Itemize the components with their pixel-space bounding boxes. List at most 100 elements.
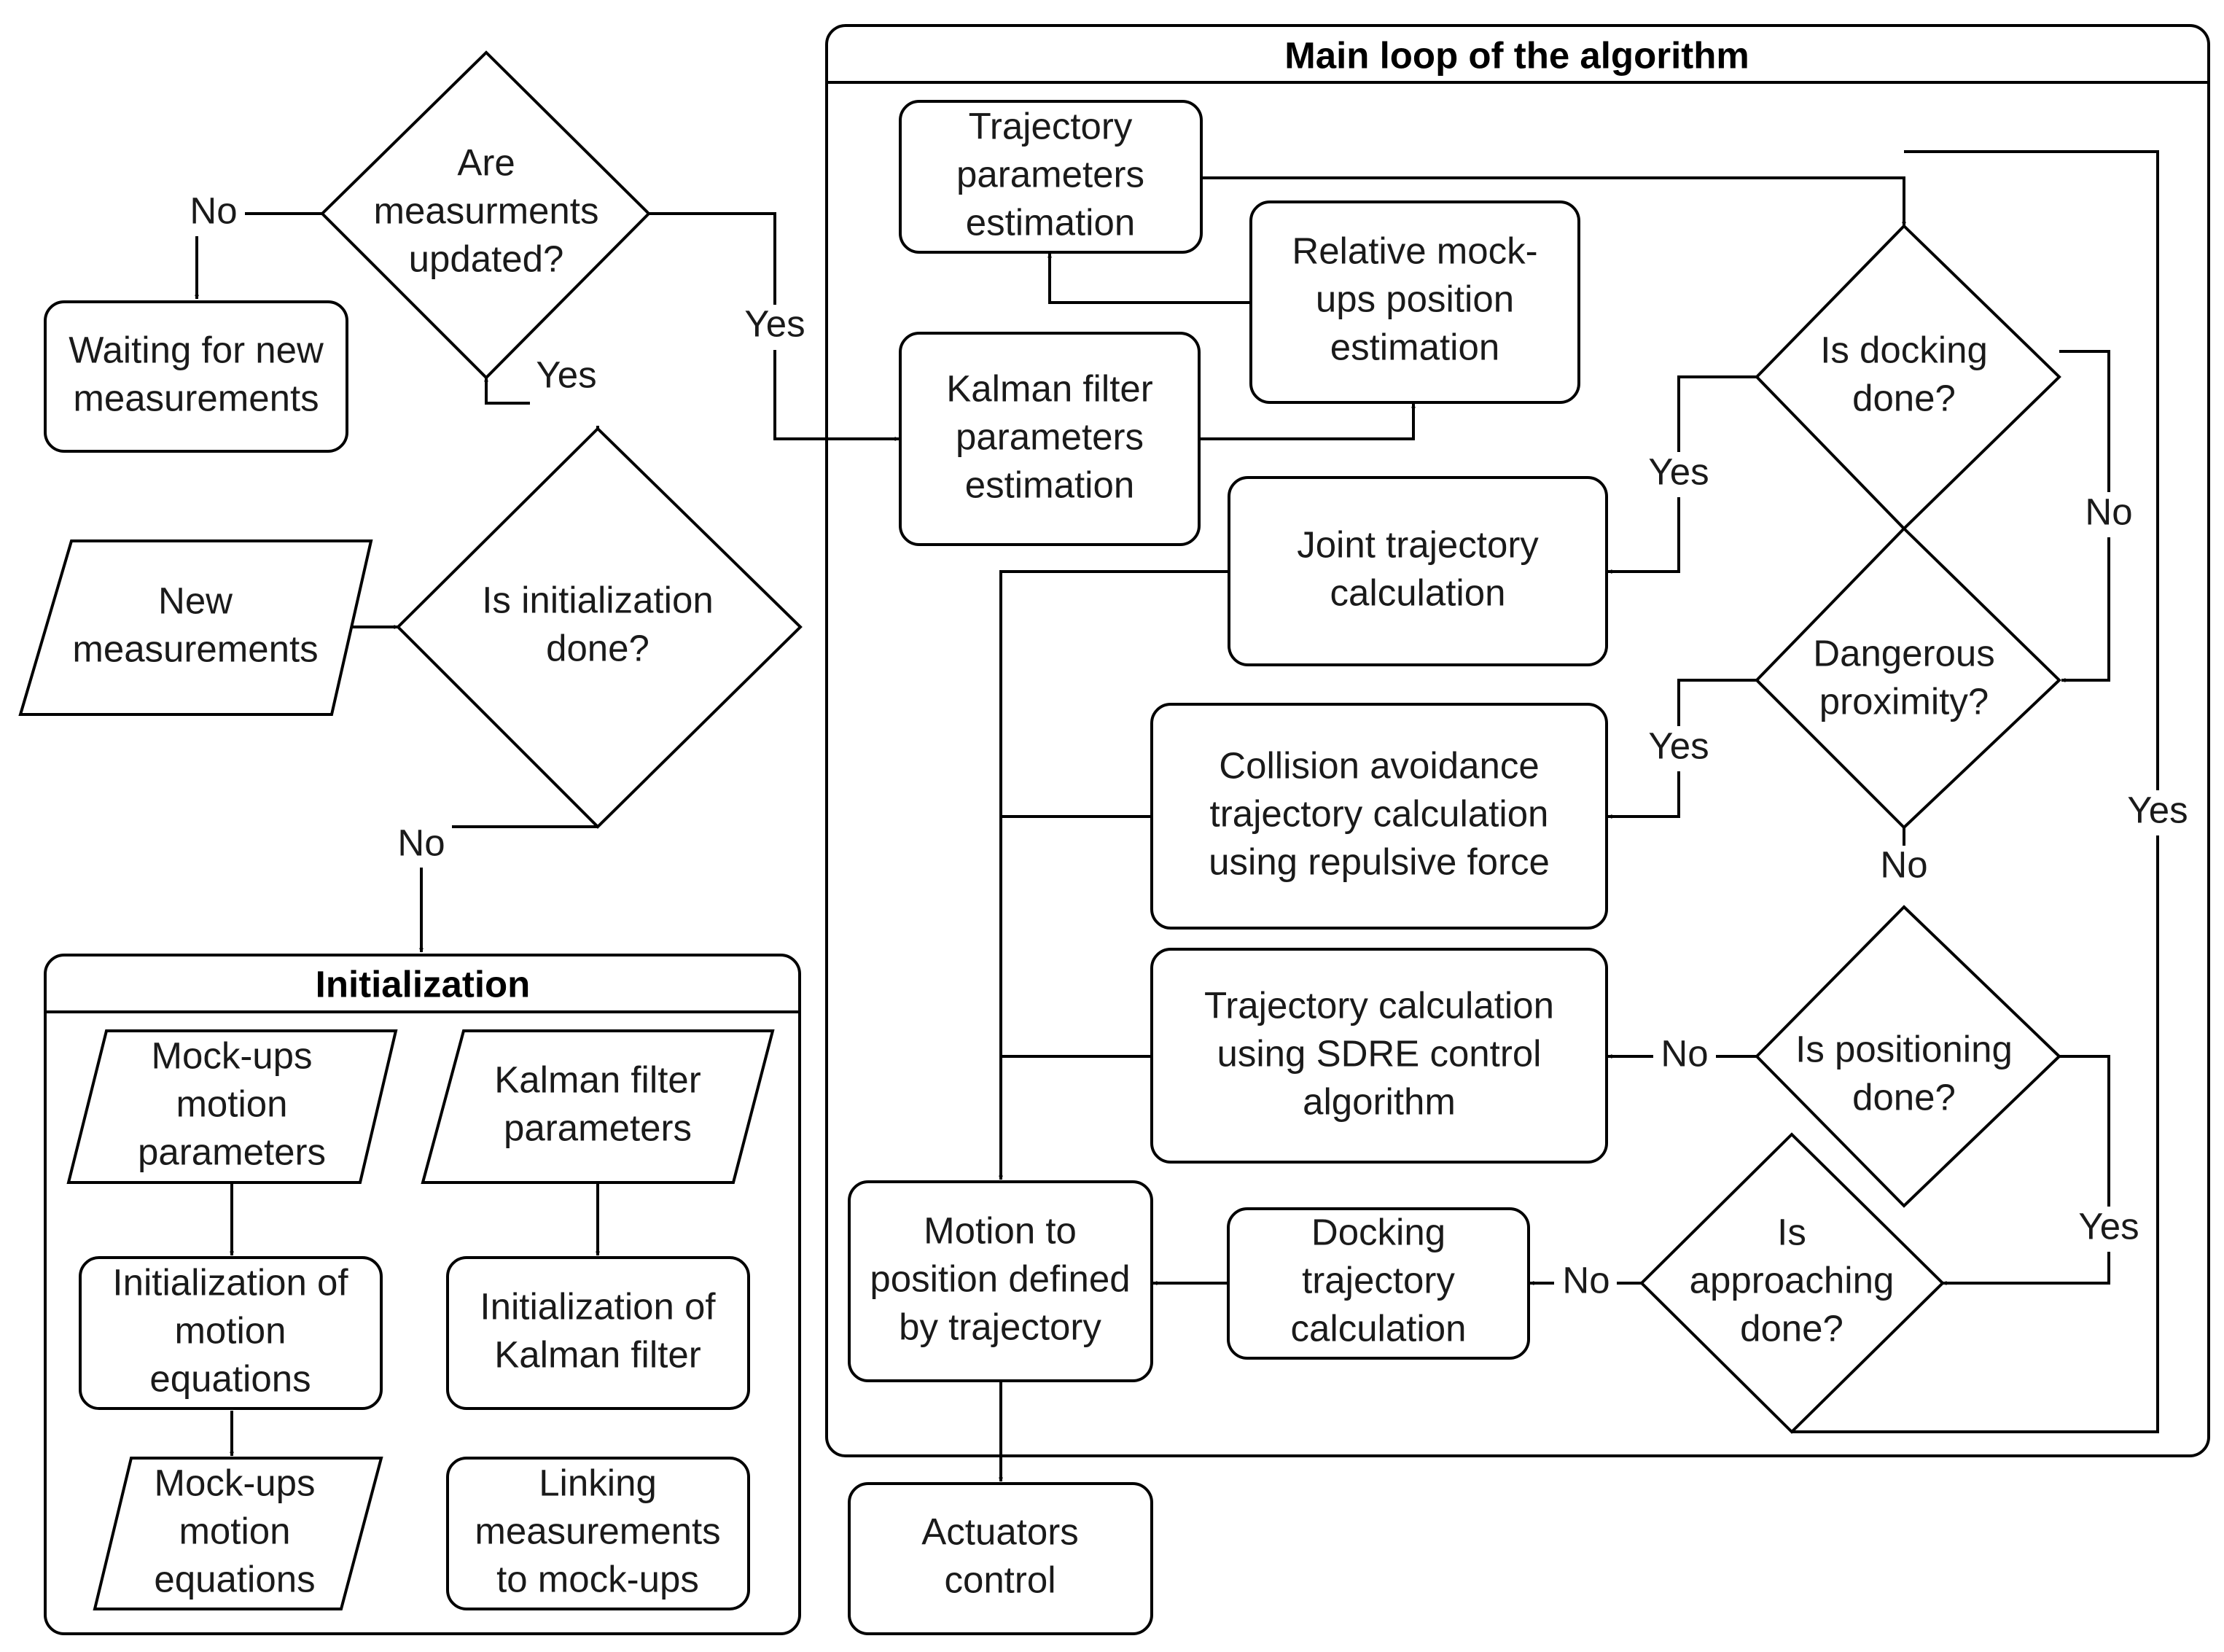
text-line: measurments	[374, 190, 599, 231]
text-collision-avoidance: Collision avoidance trajectory calculatio…	[1209, 744, 1550, 882]
box-relative-position-estimation	[1249, 200, 1580, 404]
box-trajectory-parameters-estimation	[899, 100, 1203, 254]
box-motion-to-position	[848, 1180, 1153, 1382]
text-line: Trajectory calculation	[1204, 984, 1554, 1026]
text-line: Dangerous	[1813, 632, 1995, 674]
box-joint-trajectory-calculation	[1228, 476, 1608, 666]
box-initialization-motion-equations	[79, 1256, 383, 1410]
decision-is-initialization-done	[396, 426, 803, 829]
text-line: Trajectory	[969, 105, 1133, 147]
text-line: measurements	[475, 1510, 720, 1551]
text-line: Initialization of	[480, 1285, 716, 1327]
text-line: parameters	[956, 416, 1144, 457]
text-line: Mock-ups	[154, 1462, 315, 1503]
text-line: parameters	[504, 1107, 692, 1148]
text-line: ups position	[1316, 278, 1514, 319]
box-kalman-parameters-estimation	[899, 332, 1201, 546]
text-trajectory-parameters-estimation: Trajectory parameters estimation	[956, 105, 1144, 243]
edge-positioning-yes-to-approaching	[1942, 1055, 2110, 1285]
text-line: control	[944, 1559, 1056, 1600]
data-new-measurements	[18, 539, 373, 716]
text-is-approaching-done: Is approaching done?	[1690, 1211, 1895, 1349]
text-kalman-filter-parameters: Kalman filter parameters	[494, 1059, 701, 1148]
initialization-title: Initialization	[316, 963, 531, 1005]
text-line: parameters	[956, 153, 1144, 195]
text-line: Is initialization	[482, 579, 713, 620]
text-line: Actuators	[921, 1511, 1078, 1552]
decision-dangerous-proximity	[1755, 526, 2061, 830]
text-line: motion	[179, 1510, 290, 1551]
text-line: updated?	[409, 238, 564, 279]
text-line: calculation	[1330, 572, 1506, 613]
data-mockups-motion-parameters	[66, 1029, 398, 1184]
text-line: estimation	[966, 201, 1135, 243]
text-line: Linking	[539, 1462, 657, 1503]
edge-labels: No Yes Yes No Yes No Yes No No Yes No Ye…	[182, 190, 2194, 1306]
box-collision-avoidance	[1150, 703, 1608, 930]
text-line: Collision avoidance	[1219, 744, 1539, 786]
label-docking-no: No	[2085, 491, 2132, 532]
label-init-no: No	[397, 822, 445, 863]
text-line: equations	[154, 1558, 315, 1600]
text-line: Is docking	[1820, 329, 1988, 370]
text-line: done?	[1740, 1307, 1843, 1349]
text-line: Initialization of	[112, 1261, 348, 1303]
box-initialization-kalman-filter	[446, 1256, 750, 1410]
box-actuators-control	[848, 1482, 1153, 1635]
text-line: Waiting for new	[69, 329, 324, 370]
text-line: Joint trajectory	[1297, 523, 1539, 565]
box-linking-measurements	[446, 1457, 750, 1610]
main-loop-title: Main loop of the algorithm	[1284, 34, 1749, 76]
decision-is-approaching-done	[1639, 1132, 1945, 1434]
label-proximity-no: No	[1880, 843, 1927, 885]
text-line: Is	[1777, 1211, 1806, 1252]
text-line: done?	[1852, 1076, 1956, 1118]
decision-is-positioning-done	[1755, 905, 2061, 1208]
text-line: motion	[174, 1309, 286, 1351]
text-line: approaching	[1690, 1259, 1895, 1301]
data-mockups-motion-equations	[93, 1457, 383, 1610]
text-line: trajectory calculation	[1210, 792, 1549, 834]
text-line: using repulsive force	[1209, 841, 1550, 882]
text-line: Is positioning	[1795, 1028, 2013, 1069]
text-initialization-kalman-filter: Initialization of Kalman filter	[480, 1285, 716, 1375]
text-line: algorithm	[1303, 1080, 1456, 1122]
text-new-measurements: New measurements	[72, 580, 318, 669]
text-line: using SDRE control	[1217, 1032, 1541, 1074]
box-waiting-for-new-measurements	[44, 300, 348, 453]
text-line: Kalman filter	[494, 1333, 701, 1375]
text-line: Relative mock-	[1292, 230, 1537, 271]
box-sdre-trajectory	[1150, 948, 1608, 1164]
box-docking-trajectory	[1227, 1207, 1530, 1360]
label-init-yes: Yes	[536, 354, 596, 395]
text-line: calculation	[1291, 1307, 1467, 1349]
text-dangerous-proximity: Dangerous proximity?	[1813, 632, 1995, 722]
text-line: Kalman filter	[494, 1059, 701, 1100]
label-positioning-no: No	[1661, 1032, 1708, 1074]
text-joint-trajectory-calculation: Joint trajectory calculation	[1297, 523, 1539, 613]
text-mockups-motion-equations: Mock-ups motion equations	[154, 1462, 315, 1600]
edge-kalman-estimation-to-relative	[1199, 403, 1416, 440]
text-line: Docking	[1311, 1211, 1445, 1252]
label-approaching-no: No	[1562, 1259, 1610, 1301]
edge-trajectory-params-to-docking	[1201, 176, 1906, 227]
label-docking-yes: Yes	[1648, 451, 1709, 492]
edge-relative-to-trajectory-params	[1047, 253, 1251, 304]
text-line: proximity?	[1819, 680, 1989, 722]
text-line: estimation	[965, 464, 1134, 505]
text-line: New	[158, 580, 233, 621]
text-sdre-trajectory: Trajectory calculation using SDRE control…	[1204, 984, 1554, 1122]
edge-joint-to-motion	[999, 570, 1229, 1180]
text-line: measurements	[72, 628, 318, 669]
text-line: Motion to	[924, 1209, 1077, 1251]
